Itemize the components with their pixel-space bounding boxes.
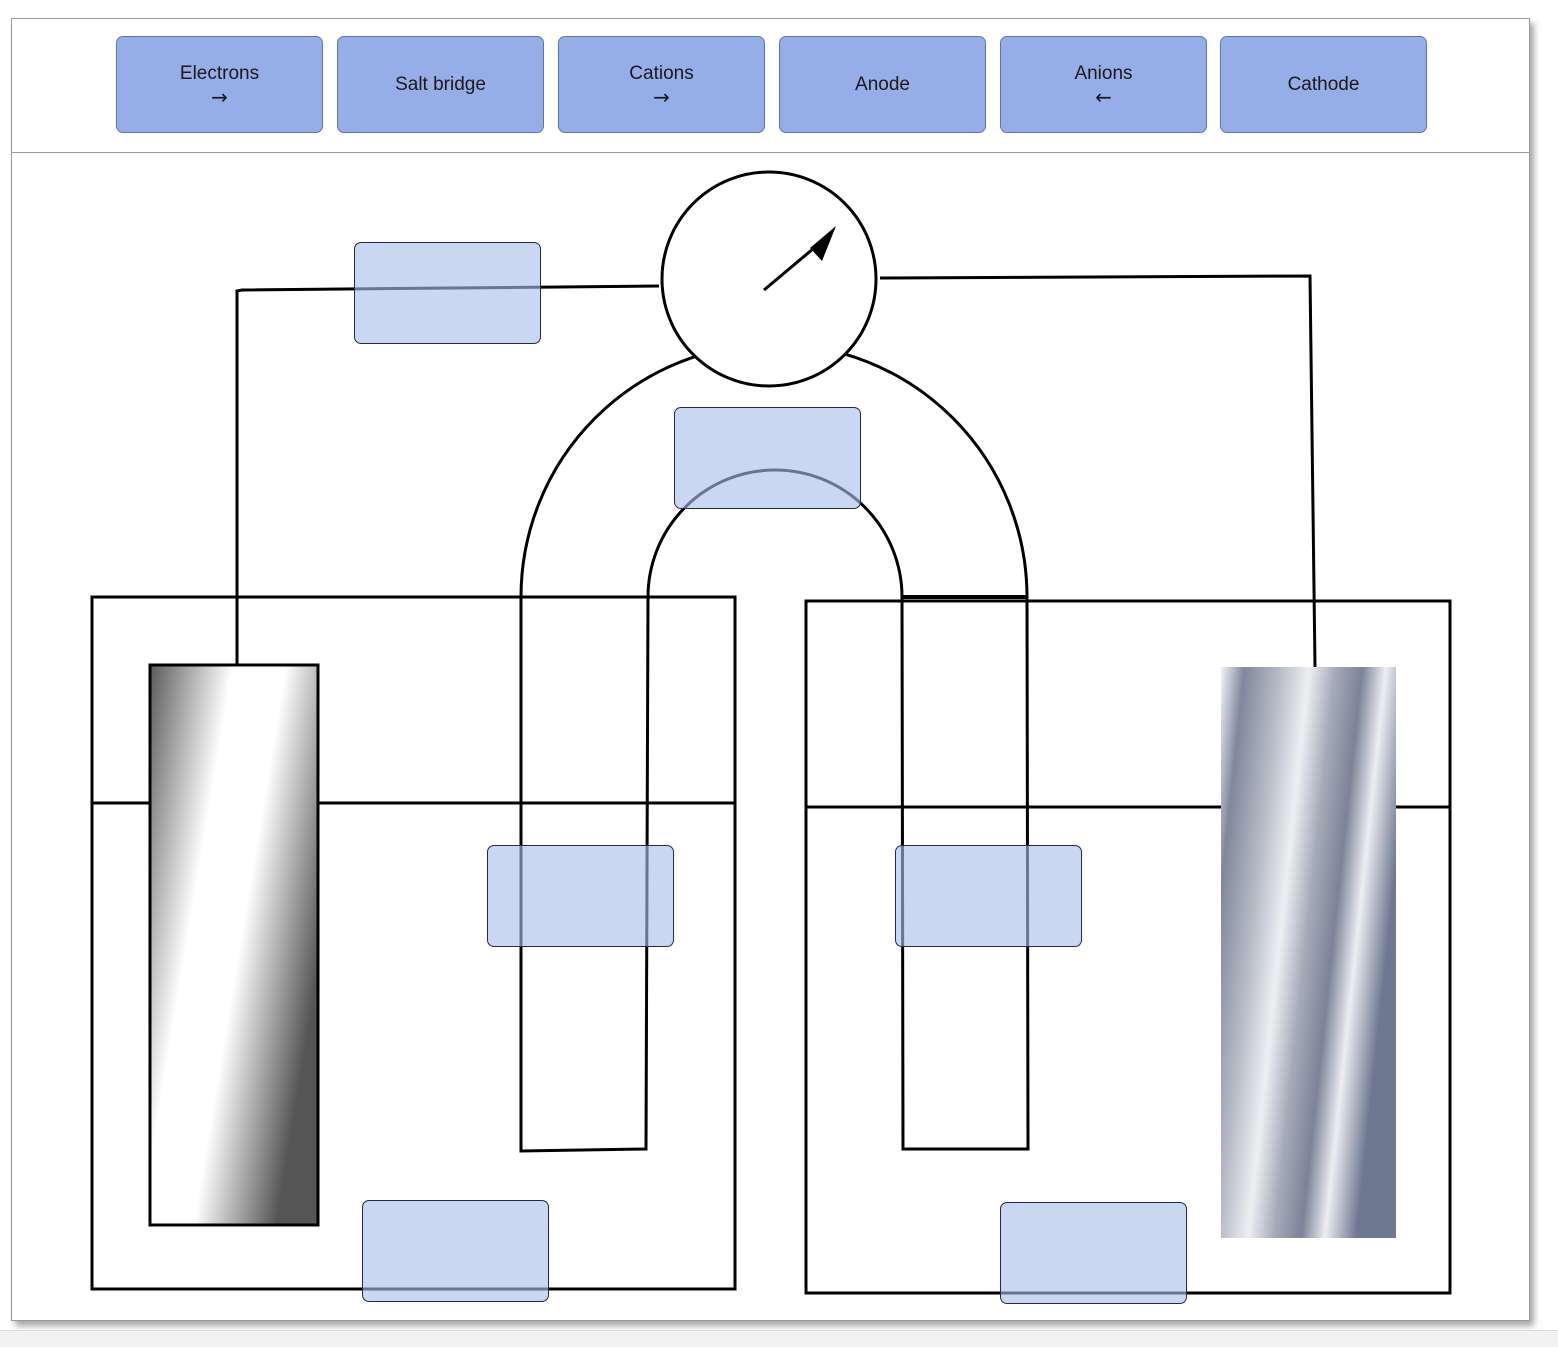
activity-frame: Electrons → Salt bridge Cations → Anode …: [11, 18, 1530, 1321]
galvanic-cell-diagram: [90, 170, 1452, 1295]
right-arrow-icon: →: [653, 84, 670, 109]
label-chip-cathode[interactable]: Cathode: [1220, 36, 1427, 133]
chip-text: Anions: [1074, 62, 1133, 84]
right-wire: [879, 274, 1317, 668]
voltmeter: [660, 170, 878, 388]
drop-zone-left-beaker[interactable]: [362, 1200, 549, 1302]
label-chip-anions[interactable]: Anions ←: [1000, 36, 1207, 133]
voltmeter-needle: [763, 241, 821, 292]
label-chip-anode[interactable]: Anode: [779, 36, 986, 133]
drop-zone-right-bridge-arm[interactable]: [895, 845, 1082, 947]
chip-text: Electrons: [179, 62, 260, 84]
left-arrow-icon: ←: [1095, 84, 1112, 109]
drop-zone-salt-bridge[interactable]: [674, 407, 861, 509]
drop-zone-left-bridge-arm[interactable]: [487, 845, 674, 947]
drop-zone-wire[interactable]: [354, 242, 541, 344]
zinc-electrode: [148, 663, 320, 1227]
label-chip-cations[interactable]: Cations →: [558, 36, 765, 133]
chip-text: Cathode: [1287, 73, 1360, 95]
label-bank: Electrons → Salt bridge Cations → Anode …: [12, 19, 1529, 153]
needle-arrowhead-icon: [810, 226, 836, 261]
label-chip-electrons[interactable]: Electrons →: [116, 36, 323, 133]
bottom-strip: [0, 1330, 1558, 1347]
chip-text: Cations: [629, 62, 694, 84]
label-chip-salt-bridge[interactable]: Salt bridge: [337, 36, 544, 133]
chip-text: Anode: [855, 73, 910, 95]
drop-zone-right-beaker[interactable]: [1000, 1202, 1187, 1304]
right-arrow-icon: →: [211, 84, 228, 109]
chip-text: Salt bridge: [395, 73, 486, 95]
copper-electrode: [1221, 667, 1396, 1238]
